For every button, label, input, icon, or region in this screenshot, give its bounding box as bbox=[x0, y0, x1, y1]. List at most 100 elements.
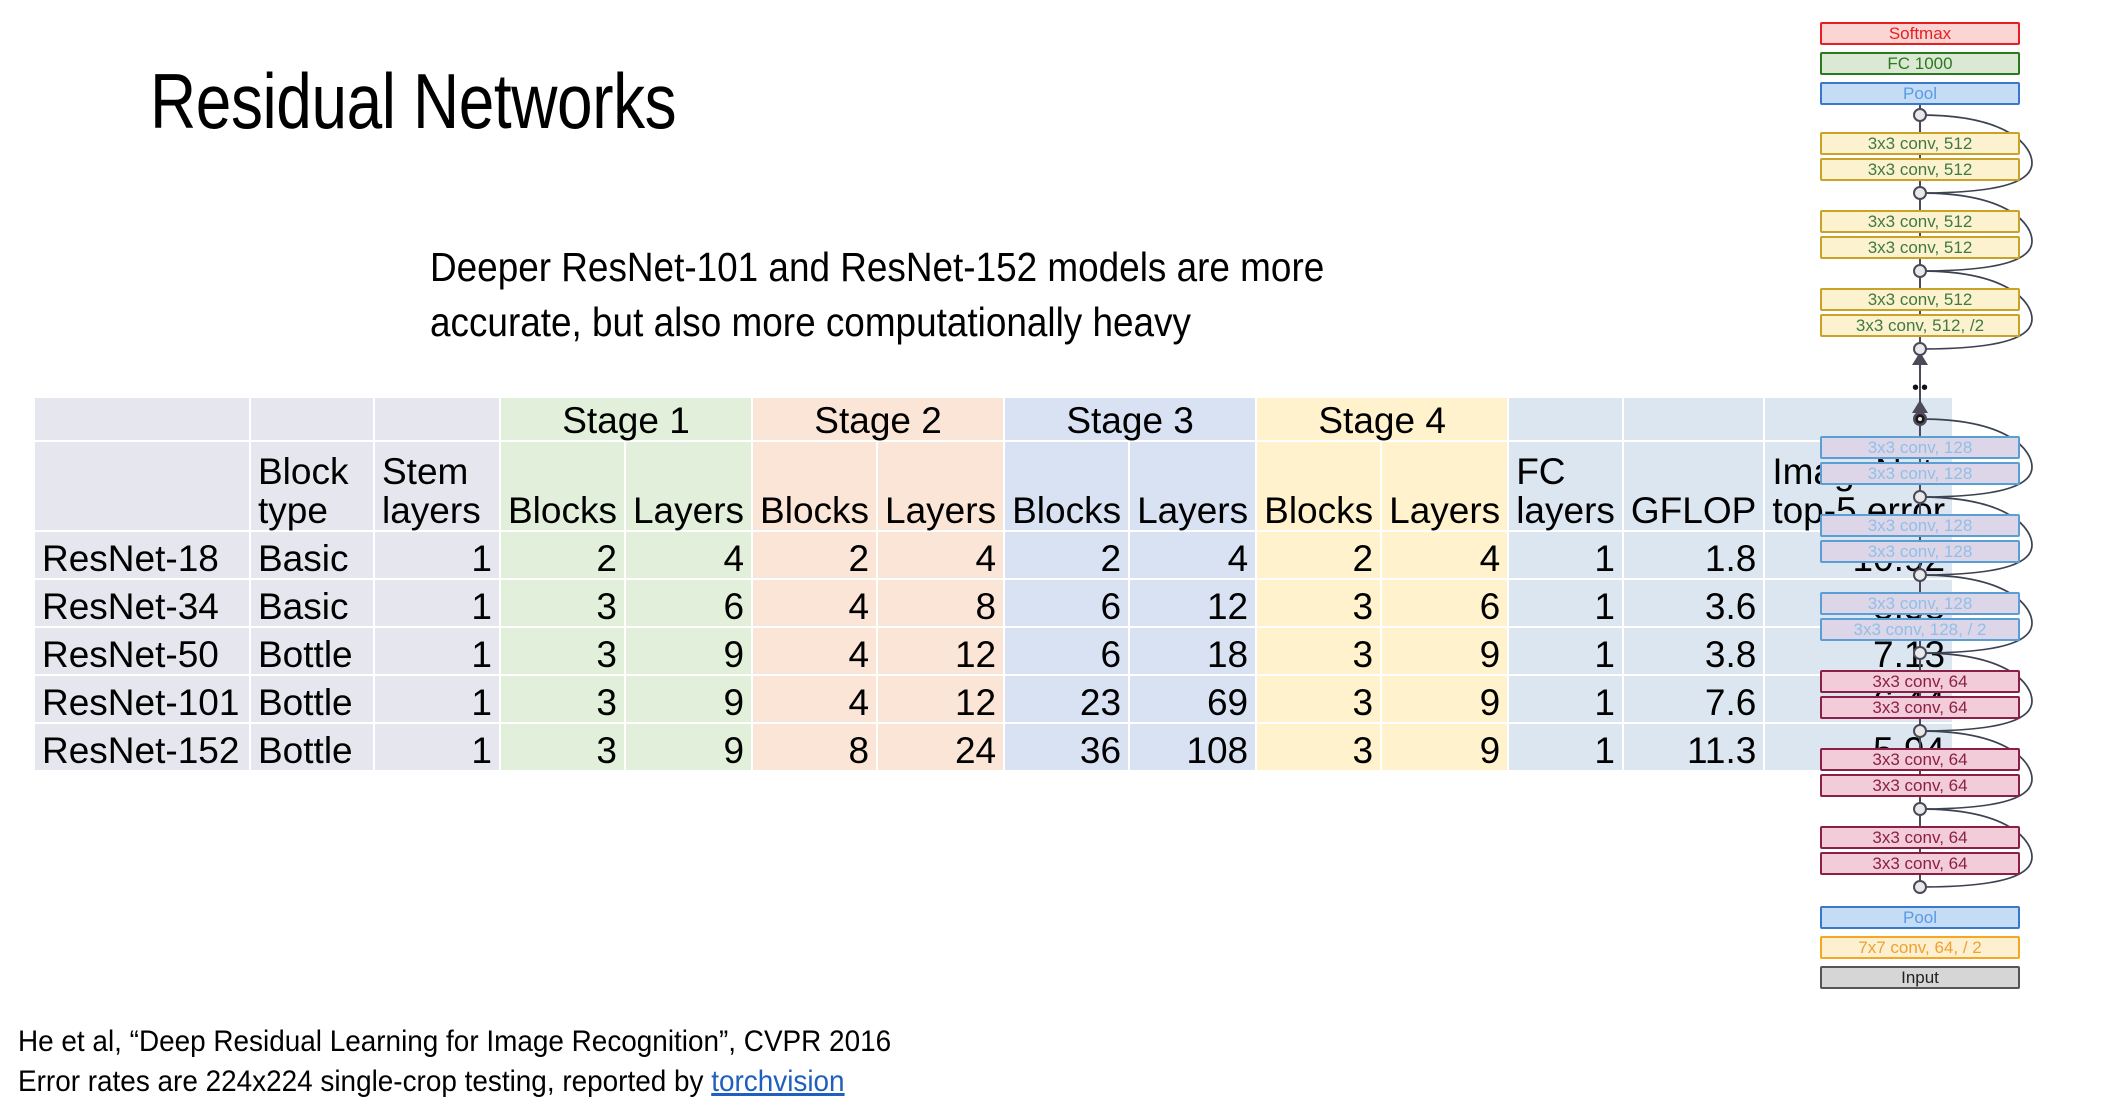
col-header-stage3-blocks: Blocks bbox=[1005, 442, 1129, 530]
cell-model: ResNet-50 bbox=[35, 628, 249, 674]
cell-stage1-layers: 9 bbox=[625, 724, 752, 770]
cell-gflop: 1.8 bbox=[1623, 532, 1764, 578]
table-stage-header-row: Stage 1 Stage 2 Stage 3 Stage 4 bbox=[35, 398, 1953, 440]
diagram-block: 3x3 conv, 128, / 2 bbox=[1820, 618, 2020, 641]
cell-block-type: Bottle bbox=[251, 628, 373, 674]
cell-stage3-layers: 69 bbox=[1130, 676, 1256, 722]
cell-stage2-layers: 12 bbox=[878, 676, 1004, 722]
col-header-stage1-blocks: Blocks bbox=[501, 442, 624, 530]
cell-stage2-layers: 24 bbox=[878, 724, 1004, 770]
col-header-stage3-layers: Layers bbox=[1130, 442, 1256, 530]
cell-stem-layers: 1 bbox=[375, 628, 499, 674]
diagram-block: 3x3 conv, 64 bbox=[1820, 670, 2020, 693]
cell-stem-layers: 1 bbox=[375, 580, 499, 626]
cell-stage4-blocks: 3 bbox=[1257, 580, 1381, 626]
cell-stage1-blocks: 3 bbox=[501, 628, 624, 674]
cell-stage4-blocks: 3 bbox=[1257, 724, 1381, 770]
cell-stage4-blocks: 3 bbox=[1257, 676, 1381, 722]
diagram-junction-node bbox=[1913, 568, 1927, 582]
cell-stage4-blocks: 3 bbox=[1257, 628, 1381, 674]
diagram-block: 3x3 conv, 512 bbox=[1820, 132, 2020, 155]
table-row: ResNet-50 Bottle 1 3 9 4 12 6 18 3 9 1 3… bbox=[35, 628, 1953, 674]
cell-stage3-blocks: 6 bbox=[1005, 580, 1129, 626]
diagram-block: 3x3 conv, 128 bbox=[1820, 436, 2020, 459]
stage-header-stage4: Stage 4 bbox=[1257, 398, 1508, 440]
diagram-junction-node bbox=[1913, 186, 1927, 200]
table-column-header-row: Block type Stem layers Blocks Layers Blo… bbox=[35, 442, 1953, 530]
diagram-up-arrow-icon bbox=[1912, 400, 1928, 413]
footnote: He et al, “Deep Residual Learning for Im… bbox=[18, 1022, 891, 1102]
stage-header-blank-5 bbox=[1623, 398, 1764, 440]
footnote-error-note: Error rates are 224x224 single-crop test… bbox=[18, 1062, 891, 1102]
cell-stage1-layers: 9 bbox=[625, 628, 752, 674]
col-header-block-type: Block type bbox=[251, 442, 373, 530]
diagram-block: Input bbox=[1820, 966, 2020, 989]
diagram-block: FC 1000 bbox=[1820, 52, 2020, 75]
table-row: ResNet-152 Bottle 1 3 9 8 24 36 108 3 9 … bbox=[35, 724, 1953, 770]
col-header-stage2-blocks: Blocks bbox=[753, 442, 877, 530]
cell-stem-layers: 1 bbox=[375, 676, 499, 722]
cell-stage3-blocks: 36 bbox=[1005, 724, 1129, 770]
col-header-model bbox=[35, 442, 249, 530]
cell-gflop: 3.6 bbox=[1623, 580, 1764, 626]
cell-stage4-layers: 9 bbox=[1382, 676, 1508, 722]
cell-stage1-layers: 9 bbox=[625, 676, 752, 722]
cell-model: ResNet-152 bbox=[35, 724, 249, 770]
cell-model: ResNet-18 bbox=[35, 532, 249, 578]
torchvision-link[interactable]: torchvision bbox=[711, 1064, 845, 1098]
col-header-stage4-blocks: Blocks bbox=[1257, 442, 1381, 530]
diagram-block: 3x3 conv, 128 bbox=[1820, 514, 2020, 537]
cell-gflop: 11.3 bbox=[1623, 724, 1764, 770]
cell-stage2-blocks: 8 bbox=[753, 724, 877, 770]
diagram-junction-node bbox=[1913, 412, 1927, 426]
cell-fc-layers: 1 bbox=[1509, 676, 1622, 722]
cell-stage2-blocks: 4 bbox=[753, 628, 877, 674]
diagram-block: Softmax bbox=[1820, 22, 2020, 45]
cell-stage3-blocks: 6 bbox=[1005, 628, 1129, 674]
cell-block-type: Bottle bbox=[251, 724, 373, 770]
cell-stage1-layers: 6 bbox=[625, 580, 752, 626]
cell-model: ResNet-34 bbox=[35, 580, 249, 626]
stage-header-blank-4 bbox=[1509, 398, 1622, 440]
diagram-block: 3x3 conv, 128 bbox=[1820, 462, 2020, 485]
cell-stage3-layers: 108 bbox=[1130, 724, 1256, 770]
diagram-block: Pool bbox=[1820, 82, 2020, 105]
diagram-block: 3x3 conv, 512 bbox=[1820, 288, 2020, 311]
diagram-block: Pool bbox=[1820, 906, 2020, 929]
diagram-junction-node bbox=[1913, 108, 1927, 122]
cell-stage4-layers: 6 bbox=[1382, 580, 1508, 626]
table-row: ResNet-101 Bottle 1 3 9 4 12 23 69 3 9 1… bbox=[35, 676, 1953, 722]
diagram-block: 3x3 conv, 512 bbox=[1820, 236, 2020, 259]
cell-stage1-blocks: 3 bbox=[501, 676, 624, 722]
cell-stage3-layers: 4 bbox=[1130, 532, 1256, 578]
cell-stage3-blocks: 23 bbox=[1005, 676, 1129, 722]
diagram-junction-node bbox=[1913, 490, 1927, 504]
col-header-fc-layers: FC layers bbox=[1509, 442, 1622, 530]
diagram-junction-node bbox=[1913, 342, 1927, 356]
cell-stage4-blocks: 2 bbox=[1257, 532, 1381, 578]
stage-header-stage1: Stage 1 bbox=[501, 398, 752, 440]
col-header-gflop: GFLOP bbox=[1623, 442, 1764, 530]
cell-model: ResNet-101 bbox=[35, 676, 249, 722]
cell-block-type: Basic bbox=[251, 580, 373, 626]
cell-stage2-layers: 4 bbox=[878, 532, 1004, 578]
col-header-stage1-layers: Layers bbox=[625, 442, 752, 530]
cell-stage2-layers: 8 bbox=[878, 580, 1004, 626]
cell-stage1-blocks: 3 bbox=[501, 724, 624, 770]
diagram-junction-node bbox=[1913, 646, 1927, 660]
col-header-stage2-layers: Layers bbox=[878, 442, 1004, 530]
cell-stage2-layers: 12 bbox=[878, 628, 1004, 674]
skip-connections-svg bbox=[1919, 114, 2033, 888]
cell-stem-layers: 1 bbox=[375, 724, 499, 770]
stage-header-blank-1 bbox=[35, 398, 249, 440]
diagram-junction-node bbox=[1913, 264, 1927, 278]
cell-block-type: Basic bbox=[251, 532, 373, 578]
cell-fc-layers: 1 bbox=[1509, 532, 1622, 578]
cell-gflop: 7.6 bbox=[1623, 676, 1764, 722]
footnote-citation: He et al, “Deep Residual Learning for Im… bbox=[18, 1025, 892, 1058]
cell-fc-layers: 1 bbox=[1509, 628, 1622, 674]
body-line-1: Deeper ResNet-101 and ResNet-152 models … bbox=[430, 244, 1325, 290]
diagram-junction-node bbox=[1913, 724, 1927, 738]
cell-fc-layers: 1 bbox=[1509, 724, 1622, 770]
